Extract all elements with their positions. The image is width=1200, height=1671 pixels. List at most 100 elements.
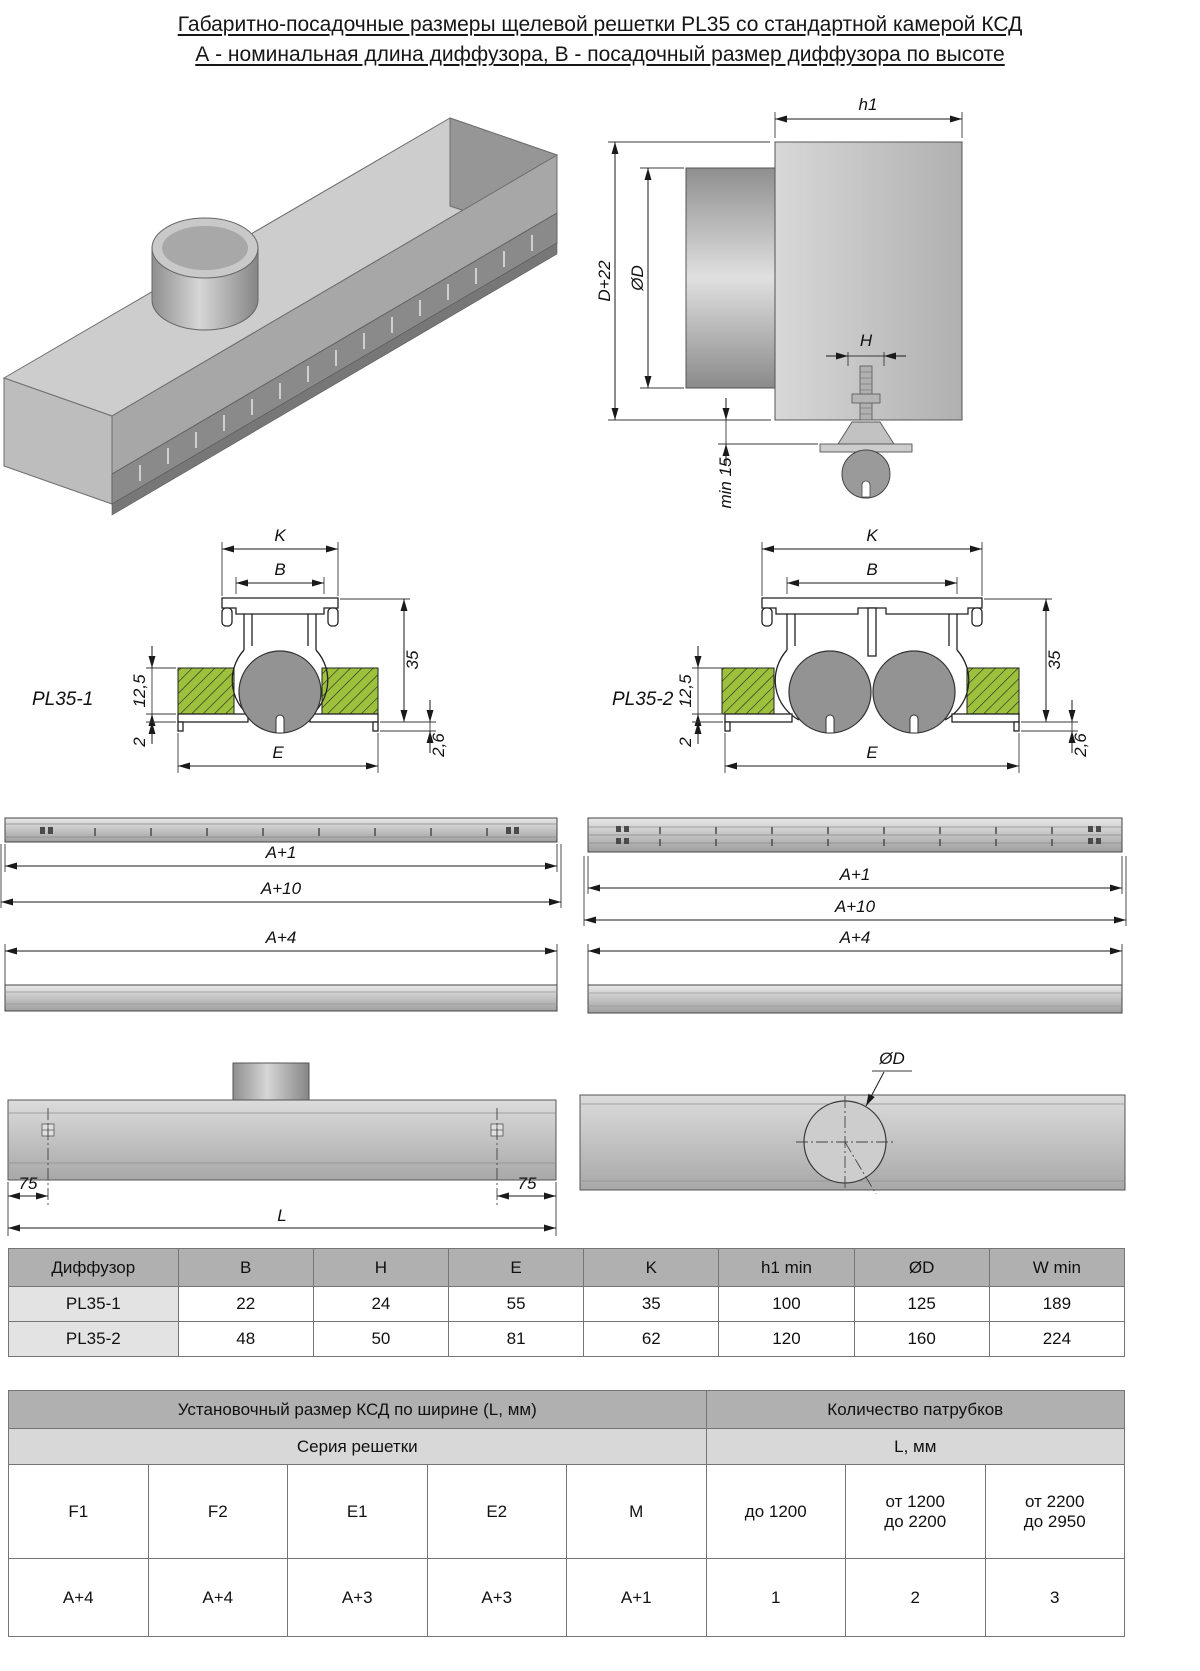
duct-spigot-3d bbox=[151, 217, 259, 331]
dim-a1-right: A+1 bbox=[587, 856, 1123, 894]
dim-k-2: K bbox=[761, 526, 983, 596]
dimensions-table-grid: Диффузор B H E K h1 min ØD W min PL35-1 … bbox=[8, 1248, 1126, 1357]
side-view: h1 D+22 ØD H bbox=[595, 95, 963, 509]
dim-35-2-label: 35 bbox=[1045, 650, 1064, 669]
t2-header-left: Установочный размер КСД по ширине (L, мм… bbox=[8, 1390, 707, 1429]
section-pl35-2-label: PL35-2 bbox=[612, 689, 674, 710]
length-views-pl35-1: A+1 A+10 A+4 bbox=[0, 817, 562, 1012]
installation-table: Установочный размер КСД по ширине (L, мм… bbox=[8, 1390, 1125, 1637]
t1-cell-name: PL35-1 bbox=[8, 1286, 179, 1322]
duct-stub bbox=[232, 1062, 310, 1102]
dim-h1-label: h1 bbox=[859, 95, 878, 114]
profile-pl35-2 bbox=[724, 597, 1020, 734]
dim-od-top-label: ØD bbox=[878, 1049, 905, 1068]
dim-a1-left: A+1 bbox=[4, 843, 558, 872]
t1-header-od: ØD bbox=[853, 1248, 990, 1287]
t1-cell: 24 bbox=[312, 1286, 450, 1322]
installation-table-grid: Установочный размер КСД по ширине (L, мм… bbox=[8, 1390, 1125, 1637]
t1-cell: 50 bbox=[312, 1321, 450, 1357]
suspension-rod bbox=[851, 365, 881, 421]
t2-label: E1 bbox=[287, 1464, 428, 1559]
dim-k-1: K bbox=[221, 526, 339, 596]
camera-strip-1 bbox=[4, 984, 558, 1012]
dim-e2-label: E bbox=[866, 743, 878, 762]
technical-drawing: h1 D+22 ØD H bbox=[0, 95, 1127, 1236]
t1-cell: 62 bbox=[583, 1321, 720, 1357]
t2-label: до 1200 bbox=[705, 1464, 846, 1559]
t1-header-diffuser: Диффузор bbox=[8, 1248, 179, 1287]
t1-header-e: E bbox=[447, 1248, 585, 1287]
t1-cell: 22 bbox=[177, 1286, 314, 1322]
title-line1: Габаритно-посадочные размеры щелевой реш… bbox=[177, 13, 1023, 36]
t1-cell: 48 bbox=[177, 1321, 314, 1357]
dim-a4-right: A+4 bbox=[587, 928, 1123, 985]
dim-e-2: E bbox=[724, 733, 1020, 773]
dim-2-2-label: 2 bbox=[676, 737, 695, 748]
t1-header-h: H bbox=[312, 1248, 450, 1287]
dim-b-2: B bbox=[786, 560, 958, 594]
dim-min15: min 15 bbox=[716, 398, 818, 509]
dim-75-right: 75 bbox=[497, 1174, 556, 1200]
t1-cell: 224 bbox=[988, 1321, 1126, 1357]
page-title: Габаритно-посадочные размеры щелевой реш… bbox=[0, 10, 1200, 71]
t2-value: A+3 bbox=[426, 1558, 567, 1637]
t2-value: 1 bbox=[705, 1558, 846, 1637]
t1-cell: 160 bbox=[853, 1321, 990, 1357]
dim-a1-right-label: A+1 bbox=[839, 865, 871, 884]
t2-value: 2 bbox=[845, 1558, 986, 1637]
t2-sub-left: Серия решетки bbox=[8, 1428, 707, 1465]
dim-h: H bbox=[826, 331, 906, 366]
dim-2-2: 2 bbox=[676, 721, 723, 748]
grille-front-strip-2 bbox=[587, 817, 1123, 853]
camera-side-view-l: 75 75 L bbox=[7, 1062, 557, 1236]
dim-125-1: 12,5 bbox=[130, 646, 176, 736]
dim-a10-right-label: A+10 bbox=[834, 897, 876, 916]
dim-e-1: E bbox=[177, 733, 379, 773]
dim-a1-left-label: A+1 bbox=[265, 843, 297, 862]
t2-label: E2 bbox=[426, 1464, 567, 1559]
dim-k2-label: K bbox=[866, 526, 878, 545]
dim-l-label: L bbox=[277, 1206, 286, 1225]
dim-h1: h1 bbox=[774, 95, 963, 138]
dim-a4-right-label: A+4 bbox=[839, 928, 871, 947]
t1-cell: 120 bbox=[718, 1321, 855, 1357]
dim-a10-left-label: A+10 bbox=[260, 879, 302, 898]
t2-sub-right: L, мм bbox=[705, 1428, 1125, 1465]
dim-e1-label: E bbox=[272, 743, 284, 762]
t2-value: A+4 bbox=[147, 1558, 288, 1637]
length-views-pl35-2: A+1 A+10 A+4 bbox=[583, 817, 1127, 1014]
t2-value: A+1 bbox=[566, 1558, 707, 1637]
t2-value: 3 bbox=[984, 1558, 1125, 1637]
t2-value: A+4 bbox=[8, 1558, 149, 1637]
dim-d22-label: D+22 bbox=[595, 260, 614, 302]
dim-26-1: 2,6 bbox=[380, 700, 448, 758]
t1-header-k: K bbox=[583, 1248, 720, 1287]
t2-header-right: Количество патрубков bbox=[705, 1390, 1125, 1429]
table-row-pl35-1: PL35-1 22 24 55 35 100 125 189 bbox=[8, 1286, 1126, 1322]
dim-b2-label: B bbox=[866, 560, 877, 579]
dim-a4-left: A+4 bbox=[4, 928, 558, 985]
t2-values-row: A+4 A+4 A+3 A+3 A+1 1 2 3 bbox=[8, 1558, 1125, 1637]
dim-2-1: 2 bbox=[130, 721, 176, 748]
camera-strip-2 bbox=[587, 984, 1123, 1014]
t2-subheader-row: Серия решетки L, мм bbox=[8, 1428, 1125, 1465]
camera-top-view: ØD bbox=[579, 1049, 1126, 1195]
dim-2-1-label: 2 bbox=[130, 737, 149, 748]
t1-cell: 35 bbox=[583, 1286, 720, 1322]
dim-l: L bbox=[8, 1206, 556, 1232]
dim-35-1-label: 35 bbox=[403, 650, 422, 669]
section-pl35-1-label: PL35-1 bbox=[32, 689, 93, 710]
dim-od-side-label: ØD bbox=[628, 265, 647, 292]
t2-label: M bbox=[566, 1464, 707, 1559]
dim-125-2-label: 12,5 bbox=[676, 674, 695, 708]
dim-b1-label: B bbox=[274, 560, 285, 579]
duct-side bbox=[685, 167, 776, 389]
dim-75-left-label: 75 bbox=[19, 1174, 38, 1193]
ceiling-panel-right-2 bbox=[966, 667, 1020, 715]
dim-a4-left-label: A+4 bbox=[265, 928, 297, 947]
ceiling-panel-right bbox=[321, 667, 379, 715]
dim-125-2: 12,5 bbox=[676, 646, 723, 736]
t2-value: A+3 bbox=[287, 1558, 428, 1637]
ceiling-panel-left-2 bbox=[721, 667, 775, 715]
t1-cell-name: PL35-2 bbox=[8, 1321, 179, 1357]
